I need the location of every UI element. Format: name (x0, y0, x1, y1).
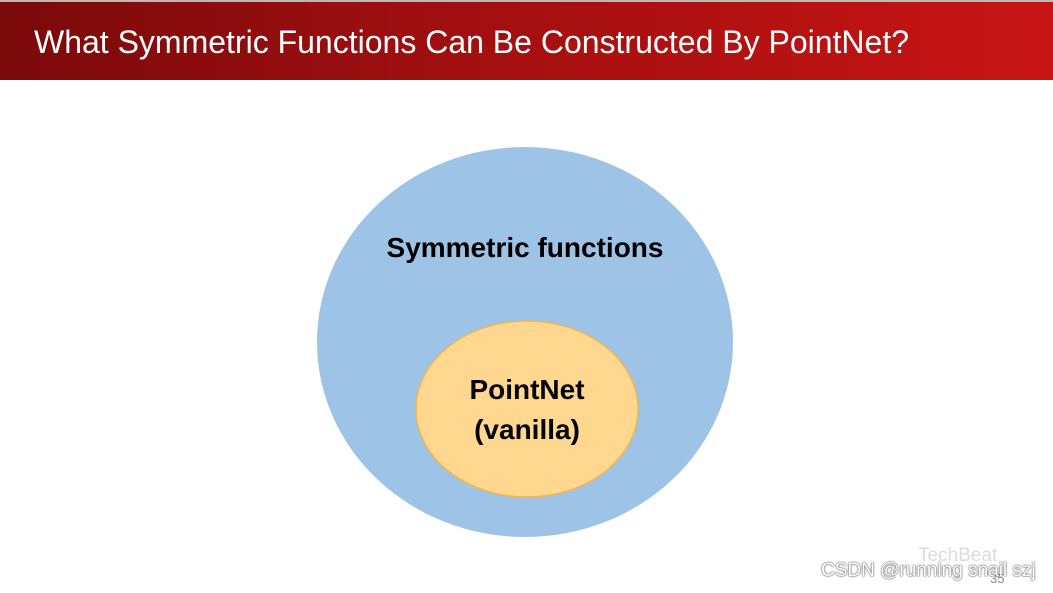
csdn-watermark: CSDN @running snail szj (821, 560, 1036, 581)
slide-number: 35 (990, 571, 1005, 586)
outer-circle-label: Symmetric functions (386, 232, 664, 263)
title-bar: What Symmetric Functions Can Be Construc… (0, 0, 1053, 80)
slide-title: What Symmetric Functions Can Be Construc… (34, 24, 910, 60)
techbeat-watermark-logo: TechBeat (918, 545, 998, 566)
inner-circle-label: PointNet (vanilla) (416, 370, 638, 450)
inner-label-line1: PointNet (469, 374, 585, 405)
inner-circle-pointnet (415, 320, 639, 498)
inner-label-line2: (vanilla) (474, 414, 580, 445)
